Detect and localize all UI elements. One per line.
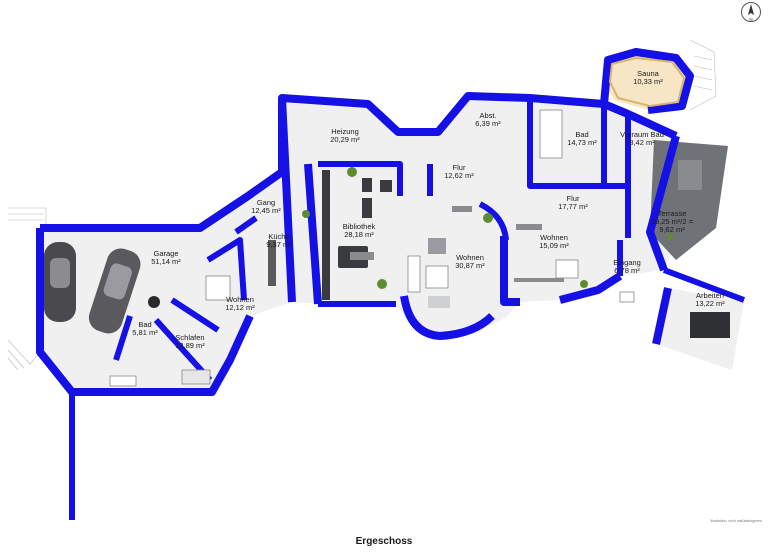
walls	[36, 48, 746, 520]
car-2	[88, 248, 141, 334]
room-area: 6,78 m²	[614, 266, 640, 275]
room-area: 12,45 m²	[251, 206, 281, 215]
room-area: 5,81 m²	[132, 328, 158, 337]
room-name: Vorraum Bad	[620, 130, 664, 139]
room-name: Bibliothek	[343, 222, 376, 231]
room-area: 8,42 m²	[629, 138, 655, 147]
room-area: 12,62 m²	[444, 171, 474, 180]
room-name: Küche	[268, 232, 289, 241]
compass-icon: N	[740, 1, 762, 23]
room-name: Bad	[575, 130, 588, 139]
room-area: 30,87 m²	[455, 261, 485, 270]
floor-title: Ergeschoss	[355, 536, 413, 547]
room-name: Bad	[138, 320, 151, 329]
room-name: Wohnen	[456, 253, 484, 262]
sauna-floor	[604, 52, 690, 110]
room-name: Flur	[453, 163, 466, 172]
stairs-left	[7, 207, 47, 371]
room-area: 19,25 m²/2 =	[651, 217, 694, 226]
room-area: 15,09 m²	[539, 241, 569, 250]
room-area: 12,12 m²	[225, 303, 255, 312]
footnote: Illustration, nicht maßstabsgetreu	[710, 519, 762, 523]
car-1	[44, 242, 76, 322]
room-area: 14,73 m²	[567, 138, 597, 147]
sauna-frame	[608, 56, 686, 108]
room-name: Sauna	[637, 69, 660, 78]
room-area: 20,29 m²	[330, 135, 360, 144]
room-area: 9,37 m²	[266, 240, 292, 249]
room-area: 17,77 m²	[558, 202, 588, 211]
room-area: 51,14 m²	[151, 257, 181, 266]
room-name: Wohnen	[540, 233, 568, 242]
room-name: Abst.	[479, 111, 496, 120]
room-area: 28,18 m²	[344, 230, 374, 239]
room-name: Flur	[567, 194, 580, 203]
furniture	[109, 109, 730, 387]
room-area: 9,62 m²	[659, 225, 685, 234]
room-name: Heizung	[331, 127, 359, 136]
room-name: Gang	[257, 198, 275, 207]
room-name: Arbeiten	[696, 291, 724, 300]
bike-wheel	[148, 296, 160, 308]
room-area: 13,22 m²	[695, 299, 725, 308]
compass-north-label: N	[749, 17, 752, 22]
room-name: Wohnen	[226, 295, 254, 304]
room-name: Eingang	[613, 258, 641, 267]
room-area: 12,89 m²	[175, 341, 205, 350]
room-area: 6,39 m²	[475, 119, 501, 128]
room-label: Abst.6,39 m²	[475, 111, 501, 128]
room-name: Schlafen	[175, 333, 204, 342]
plants	[302, 167, 673, 289]
room-name: Garage	[153, 249, 178, 258]
stairs-right	[689, 39, 717, 111]
room-area: 10,33 m²	[633, 77, 663, 86]
room-name: Terrasse	[658, 209, 687, 218]
